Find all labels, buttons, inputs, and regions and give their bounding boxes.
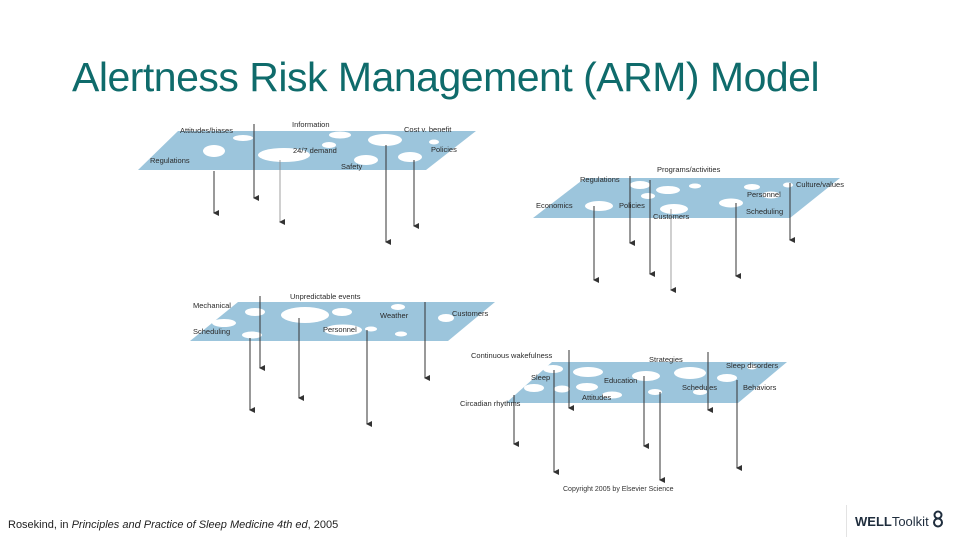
plane-1-label: Cost v. benefit [404,125,452,134]
plane-3: Mechanical Unpredictable events Customer… [190,292,495,427]
logo-wordmark: WELLToolkit [855,513,929,529]
plane-1-hole [258,148,310,162]
plane-3-hole [281,307,329,323]
plane-2-label: Programs/activities [657,165,721,174]
copyright-notice: Copyright 2005 by Elsevier Science [563,486,674,493]
plane-3-hole [391,304,405,310]
plane-4-label: Education [604,376,637,385]
plane-2-hole [744,184,760,190]
plane-2-hole [641,193,655,199]
plane-2-hole [719,198,743,208]
well-toolkit-logo: WELLToolkit [846,505,956,537]
plane-1-label: Information [292,120,330,129]
plane-4-hole [573,367,603,377]
plane-4-hole [674,367,706,379]
citation-year: , 2005 [307,519,339,531]
plane-3-label: Unpredictable events [290,292,361,301]
plane-2-hole [656,186,680,194]
plane-1-hole [233,135,253,141]
plane-2-label: Scheduling [746,207,783,216]
plane-4-hole [602,391,622,399]
plane-3-hole [324,324,362,336]
plane-1-hole [329,131,351,139]
plane-3-hole [245,308,265,316]
plane-4-hole [693,389,707,395]
plane-2: Programs/activities Regulations Personne… [533,165,844,293]
plane-3-label: Customers [452,309,489,318]
plane-3-label: Mechanical [193,301,231,310]
plane-2-hole [660,204,688,214]
plane-4-label: Behaviors [743,383,777,392]
plane-2-hole [783,182,793,188]
plane-4-label: Circadian rhythms [460,399,521,408]
logo-knot-icon [932,510,944,533]
plane-2-hole [762,191,780,199]
plane-2-label: Culture/values [796,180,844,189]
plane-1-hole [398,152,422,162]
plane-2-hole [689,183,701,189]
citation-work: Principles and Practice of Sleep Medicin… [71,519,308,531]
plane-1-label: Policies [431,145,457,154]
plane-1-hole [322,142,336,148]
plane-1-hole [429,139,439,145]
plane-4-label: Strategies [649,355,683,364]
plane-4-label: Sleep [531,373,550,382]
plane-4-hole [554,385,570,393]
plane-1-hole [354,155,378,165]
plane-2-label: Regulations [580,175,620,184]
plane-3-hole [332,308,352,316]
slide-title: Alertness Risk Management (ARM) Model [72,54,820,100]
plane-4-hole [717,374,737,382]
plane-3-hole [395,331,407,337]
plane-4-label: Continuous wakefulness [471,351,553,360]
plane-4-hole [576,383,598,391]
citation-author: Rosekind, in [8,519,72,531]
plane-4-hole [648,389,662,395]
plane-2-hole [630,181,650,189]
plane-4-hole [543,365,563,373]
plane-3-hole [365,326,377,332]
plane-4: Continuous wakefulness Strategies Sleep … [460,350,787,483]
plane-3-surface [190,302,495,341]
plane-1-label: Regulations [150,156,190,165]
plane-2-hole [585,201,613,211]
plane-3-hole [438,314,454,322]
plane-1-label: Attitudes/biases [180,126,233,135]
plane-3-label: Scheduling [193,327,230,336]
plane-1-hole [203,145,225,157]
plane-1: Attitudes/biases Information Cost v. ben… [138,120,476,245]
plane-3-label: Personnel [323,325,357,334]
plane-1-label: Safety [341,162,363,171]
plane-1-hole [368,134,402,146]
plane-4-hole [747,364,757,370]
plane-1-label: 24/7 demand [293,146,337,155]
plane-4-label: Attitudes [582,393,611,402]
citation-caption: Rosekind, in Principles and Practice of … [8,519,338,531]
plane-2-label: Personnel [747,190,781,199]
plane-2-label: Policies [619,201,645,210]
plane-4-hole [524,384,544,392]
plane-2-label: Economics [536,201,573,210]
plane-3-hole [242,331,262,339]
plane-4-label: Schedules [682,383,717,392]
plane-4-label: Sleep disorders [726,361,778,370]
plane-3-label: Weather [380,311,409,320]
plane-4-hole [632,371,660,381]
plane-3-hole [212,319,236,327]
